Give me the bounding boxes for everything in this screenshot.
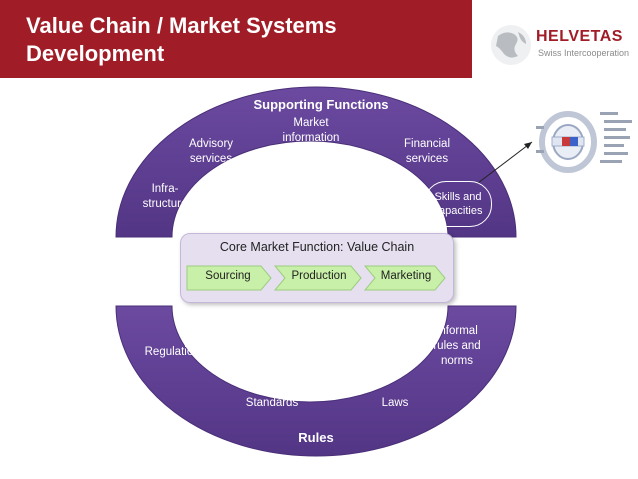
standards-label: Standards (245, 397, 299, 409)
rules-heading: Rules (298, 430, 334, 445)
skills-capacities-label: Skills and capacities (424, 181, 492, 227)
advisory-services-label: Advisory services (188, 138, 234, 165)
logo-subtitle: Swiss Intercooperation (538, 48, 630, 58)
step-production: Production (291, 270, 347, 282)
chevron-marketing (363, 265, 446, 291)
diagram-thumbnail (536, 111, 632, 173)
link-arrow (477, 141, 533, 184)
value-chain-chevrons (186, 265, 446, 291)
chevron-production (273, 265, 362, 291)
core-market-function-box: Core Market Function: Value Chain Sourci… (180, 233, 454, 303)
globe-icon (491, 25, 531, 65)
regulations-label: Regulations (144, 346, 206, 358)
supporting-functions-ring (115, 86, 517, 238)
informal-rules-label: Informal rules and norms (433, 325, 481, 367)
laws-label: Laws (381, 397, 409, 409)
core-title: Core Market Function: Value Chain (219, 240, 415, 254)
slide-title: Value Chain / Market Systems Development (26, 13, 337, 66)
chevron-sourcing (186, 265, 272, 291)
step-marketing: Marketing (380, 270, 432, 282)
logo-brand: HELVETAS (536, 28, 623, 45)
market-information-label: Market information (282, 117, 340, 144)
title-bar: Value Chain / Market Systems Development (0, 0, 472, 78)
financial-services-label: Financial services (403, 138, 451, 165)
helvetas-logo: HELVETAS Swiss Intercooperation (488, 22, 638, 68)
step-sourcing: Sourcing (205, 270, 251, 282)
infrastructure-label: Infra- structure (142, 183, 188, 210)
rules-ring (115, 305, 517, 457)
supporting-functions-heading: Supporting Functions (253, 97, 389, 112)
